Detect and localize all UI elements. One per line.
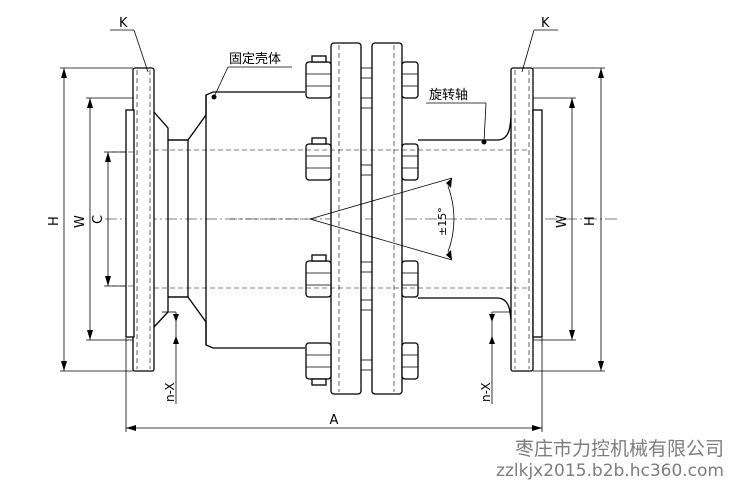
dim-a: A bbox=[125, 338, 543, 432]
left-neck bbox=[153, 91, 214, 349]
angle-label: ±15° bbox=[436, 207, 449, 236]
angle-indicator: ±15° bbox=[309, 177, 455, 261]
bolt-nut-left-4 bbox=[305, 342, 332, 386]
right-flange bbox=[510, 67, 543, 372]
dim-h-left: H bbox=[47, 67, 133, 372]
w-left-label: W bbox=[73, 215, 88, 228]
w-right-label: W bbox=[555, 215, 570, 228]
a-label: A bbox=[330, 413, 339, 428]
bolt-nut-left-1 bbox=[305, 55, 332, 99]
shaft-callout: 旋转轴 bbox=[426, 88, 487, 145]
housing-flange-plate bbox=[330, 42, 362, 395]
watermark: 枣庄市力控机械有限公司 zzlkjx2015.b2b.hc360.com bbox=[496, 438, 724, 481]
plate-gap-marks bbox=[360, 67, 373, 371]
bolt-nut-right-2 bbox=[401, 143, 419, 181]
watermark-company: 枣庄市力控机械有限公司 bbox=[515, 438, 724, 460]
bolt-nut-right-1 bbox=[401, 61, 419, 99]
k-left-label: K bbox=[119, 16, 128, 31]
nx-right-label: n-X bbox=[479, 382, 493, 402]
c-left-label: C bbox=[91, 215, 106, 224]
shaft-flange-plate bbox=[371, 42, 403, 395]
nx-left-callout: n-X bbox=[162, 311, 179, 404]
bolt-row-right bbox=[401, 61, 419, 380]
nx-left-label: n-X bbox=[163, 382, 177, 402]
watermark-url: zzlkjx2015.b2b.hc360.com bbox=[496, 461, 724, 481]
bolt-nut-right-4 bbox=[401, 342, 419, 380]
dim-w-left: W bbox=[73, 97, 133, 341]
nx-right-callout: n-X bbox=[479, 311, 511, 404]
bolt-row-left bbox=[305, 55, 332, 386]
bolt-nut-left-3 bbox=[305, 254, 332, 298]
dim-h-right: H bbox=[533, 67, 605, 372]
dim-w-right: W bbox=[533, 97, 576, 341]
k-right-label: K bbox=[541, 16, 550, 31]
h-right-label: H bbox=[583, 216, 598, 226]
shaft-label: 旋转轴 bbox=[429, 88, 468, 103]
k-right-callout: K bbox=[521, 16, 558, 73]
dim-c-left: C bbox=[91, 151, 126, 287]
left-flange bbox=[125, 67, 155, 372]
k-left-callout: K bbox=[110, 16, 149, 73]
bolt-nut-right-3 bbox=[401, 260, 419, 298]
h-left-label: H bbox=[47, 216, 62, 226]
housing-label: 固定壳体 bbox=[229, 52, 281, 67]
housing-callout: 固定壳体 bbox=[211, 52, 292, 100]
fixed-housing bbox=[205, 91, 305, 349]
bolt-nut-left-2 bbox=[305, 137, 332, 181]
